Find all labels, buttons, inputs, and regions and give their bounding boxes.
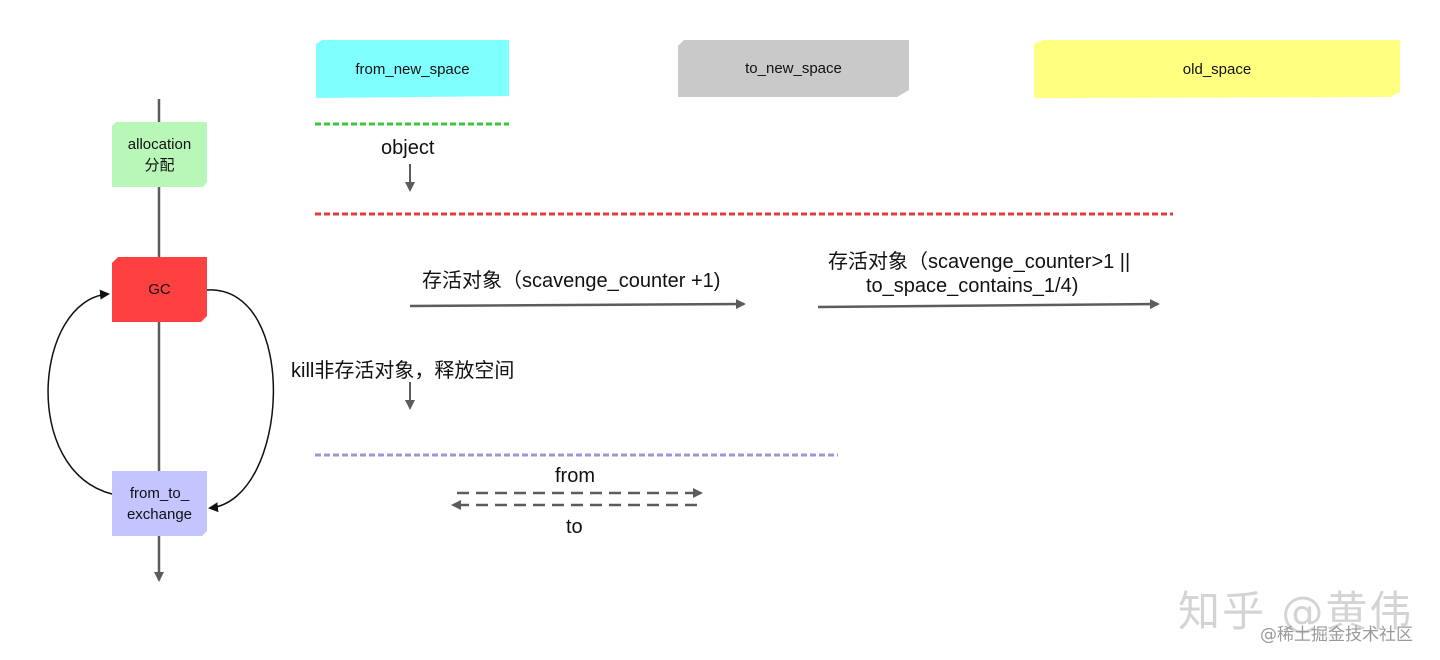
kill-label: kill非存活对象，释放空间 [291,360,515,382]
swap-from-label: from [555,465,595,487]
cycle-arrow-left [47,289,113,495]
exchange-text-2: exchange [126,505,193,523]
from-new-space-block [316,40,509,98]
to-new-space-block [678,40,909,97]
cycle-arrow-right [206,289,275,513]
gc-label: GC [112,257,207,322]
old-space-text: old_space [1182,60,1252,78]
old-space-block [1034,40,1400,98]
promote-arrow [817,299,1160,310]
exchange-node [112,471,207,536]
gc-node [112,257,207,322]
exchange-label: from_to_ exchange [112,471,207,536]
allocation-node [112,122,207,187]
from-new-space-label: from_new_space [316,40,509,98]
survive-arrow [409,299,746,310]
allocation-label: allocation 分配 [112,122,207,187]
to-new-space-label: to_new_space [678,40,909,97]
survive-increment-label: 存活对象（scavenge_counter +1) [422,270,721,292]
exchange-text-1: from_to_ [129,484,190,502]
to-new-space-text: to_new_space [745,60,842,77]
watermark-sub: @稀土掘金技术社区 [1260,625,1413,645]
gc-text: GC [148,281,171,298]
object-label: object [381,137,435,159]
from-new-space-text: from_new_space [355,60,470,78]
promote-label-line1: 存活对象（scavenge_counter>1 || [828,251,1131,273]
swap-to-label: to [566,516,583,538]
old-space-label: old_space [1034,40,1400,98]
allocation-text: allocation [127,135,192,153]
allocation-text-cn: 分配 [144,156,175,174]
promote-label-line2: to_space_contains_1/4) [866,275,1079,297]
watermark-main: 知乎 @黄伟 [1178,587,1414,636]
